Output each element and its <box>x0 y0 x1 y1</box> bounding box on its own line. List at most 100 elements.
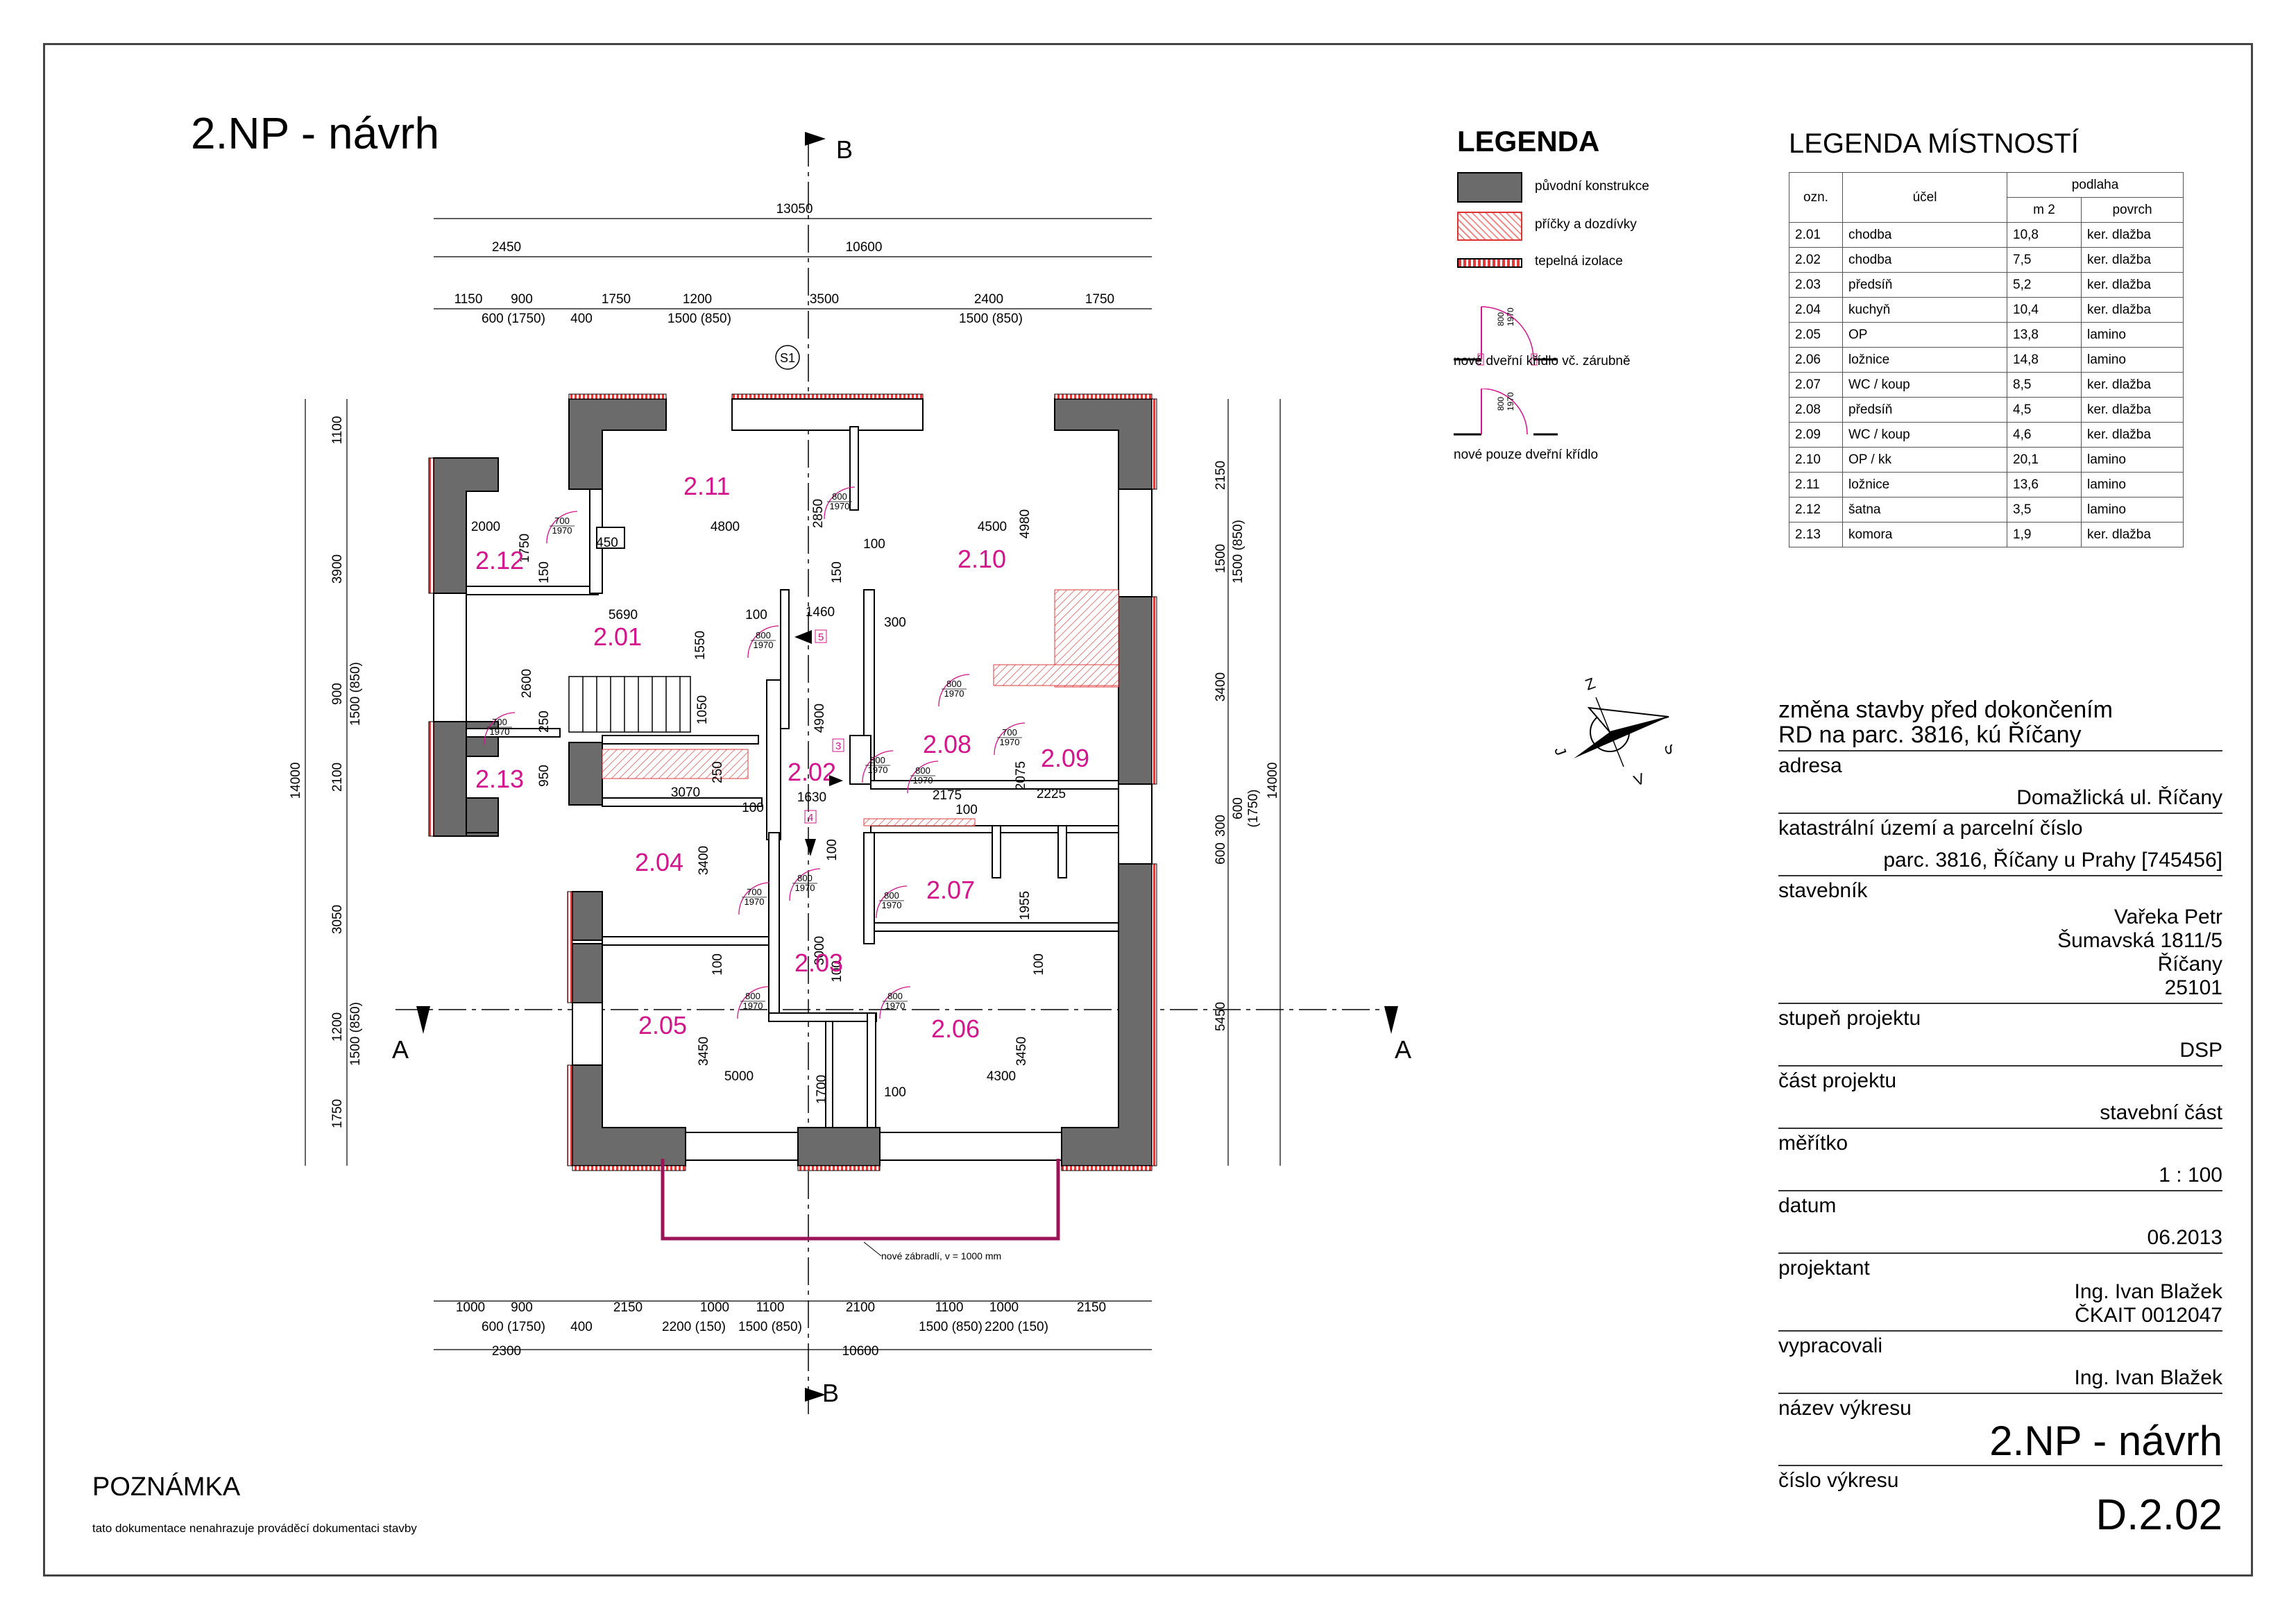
dim-bot-7: 1000 <box>989 1300 1019 1315</box>
room-code: 2.10 <box>1789 447 1843 473</box>
dim-bot-5: 2100 <box>846 1300 875 1315</box>
project-subtitle: RD na parc. 3816, kú Říčany <box>1778 722 2082 748</box>
dim-bot-sub-0: 600 (1750) <box>482 1320 545 1334</box>
dim-top-r3-0: 1150 <box>454 292 483 307</box>
dim-top-sub-2: 1500 (850) <box>667 312 731 326</box>
room-floor: ker. dlažba <box>2081 222 2184 248</box>
dim-bot-sub-4: 1500 (850) <box>919 1320 983 1334</box>
dim-right-6: 600 <box>1231 797 1245 819</box>
room-purpose: kuchyň <box>1842 297 2007 323</box>
room-label: 2.05 <box>638 1011 687 1039</box>
door-height: 1970 <box>795 883 815 893</box>
door-height: 1970 <box>830 501 850 511</box>
door-height: 1970 <box>743 1001 763 1011</box>
dim-left-7: 1500 (850) <box>348 1002 363 1066</box>
projektant-line-1: Ing. Ivan Blažek <box>2074 1280 2222 1303</box>
door-height: 1970 <box>1000 737 1020 747</box>
door-width: 800 <box>884 890 899 901</box>
drawing-frame <box>43 43 2253 1577</box>
room-area: 10,4 <box>2007 297 2082 323</box>
inner-dimension: 5690 <box>609 608 638 622</box>
dim-bot-6: 1100 <box>935 1300 964 1315</box>
inner-dimension: 100 <box>955 803 978 817</box>
inner-dimension: 3400 <box>697 846 711 875</box>
inner-dimension: 450 <box>596 536 618 550</box>
inner-dimension: 3070 <box>671 785 700 800</box>
stavebnik-line-4: 25101 <box>2164 976 2222 999</box>
legend-swatch-insulation <box>1457 258 1522 268</box>
stupen-label: stupeň projektu <box>1778 1007 1921 1030</box>
legend-door-sample-height: 1970 <box>1506 307 1515 326</box>
dim-left-2: 900 <box>330 683 345 705</box>
room-floor: ker. dlažba <box>2081 522 2184 547</box>
room-floor: ker. dlažba <box>2081 272 2184 298</box>
adresa-value: Domažlická ul. Říčany <box>2016 786 2222 809</box>
inner-dimension: 100 <box>863 537 885 552</box>
room-code: 2.06 <box>1789 347 1843 373</box>
room-purpose: ložnice <box>1842 472 2007 498</box>
room-label: 2.03 <box>794 949 843 977</box>
door-height: 1970 <box>913 775 933 785</box>
door-height: 1970 <box>868 765 888 775</box>
inner-dimension: 250 <box>537 711 552 733</box>
room-code: 2.08 <box>1789 397 1843 423</box>
section-b-bottom: B <box>822 1379 839 1407</box>
rooms-col-ucel: účel <box>1842 172 2007 223</box>
inner-dimension: 2075 <box>1014 761 1028 790</box>
dim-left-4: 2100 <box>330 763 345 792</box>
stavebnik-line-3: Říčany <box>2157 953 2222 976</box>
room-code: 2.02 <box>1789 247 1843 273</box>
legend-swatch-original <box>1457 172 1522 203</box>
adresa-label: adresa <box>1778 754 1842 777</box>
rooms-col-ozn: ozn. <box>1789 172 1843 223</box>
vypracovali-value: Ing. Ivan Blažek <box>2074 1366 2222 1389</box>
dim-left-3: 1500 (850) <box>348 662 363 726</box>
room-purpose: WC / koup <box>1842 422 2007 448</box>
room-label: 2.10 <box>958 545 1006 573</box>
railing-note: nové zábradlí, v = 1000 mm <box>881 1250 1001 1261</box>
door-height: 1970 <box>490 726 510 737</box>
legend-swatch-partitions <box>1457 212 1522 241</box>
inner-dimension: 1460 <box>806 605 835 620</box>
stupen-value: DSP <box>2179 1039 2222 1062</box>
dim-top-sub-3: 1500 (850) <box>959 312 1023 326</box>
door-height: 1970 <box>754 640 774 650</box>
dim-left-0: 1100 <box>330 416 345 445</box>
door-width: 800 <box>756 630 771 640</box>
room-label: 2.04 <box>635 848 683 876</box>
room-label: 2.01 <box>593 622 642 651</box>
nazev-value: 2.NP - návrh <box>1989 1418 2222 1464</box>
dim-top-total: 13050 <box>776 202 813 216</box>
inner-dimension: 1700 <box>815 1075 829 1104</box>
inner-dimension: 1550 <box>693 631 708 660</box>
datum-label: datum <box>1778 1194 1837 1217</box>
vypracovali-label: vypracovali <box>1778 1334 1883 1357</box>
room-floor: ker. dlažba <box>2081 247 2184 273</box>
project-title: změna stavby před dokončením <box>1778 697 2113 723</box>
room-code: 2.09 <box>1789 422 1843 448</box>
room-area: 1,9 <box>2007 522 2082 547</box>
legend-label-door-leaf-only: nové pouze dveřní křídlo <box>1454 448 1599 462</box>
legend-door-sample-width: 800 <box>1496 312 1506 326</box>
dim-right-3: 3400 <box>1214 672 1228 702</box>
title-block: změna stavby před dokončením RD na parc.… <box>1778 697 2222 1538</box>
room-code: 2.07 <box>1789 372 1843 398</box>
katastr-value: parc. 3816, Říčany u Prahy [745456] <box>1883 849 2222 872</box>
inner-dimension: 100 <box>884 1085 906 1100</box>
inner-dimension: 2850 <box>811 499 826 528</box>
